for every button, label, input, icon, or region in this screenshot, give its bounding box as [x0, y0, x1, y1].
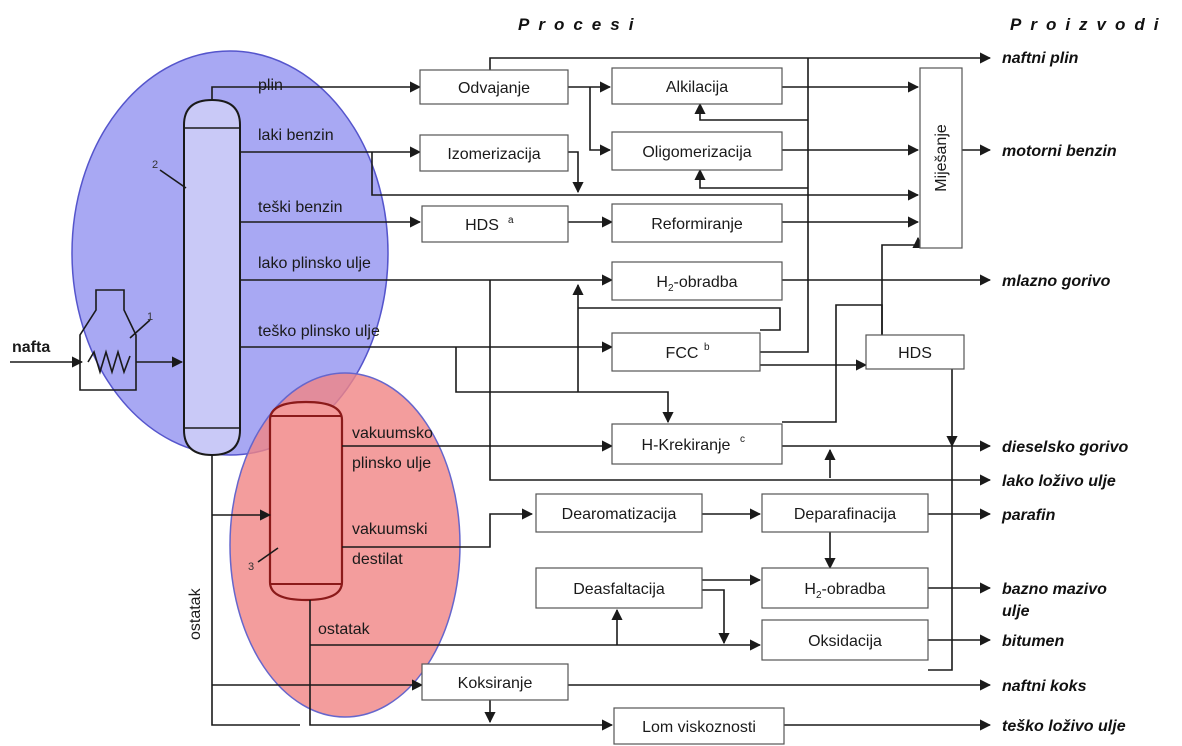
- box-deparafinacija: Deparafinacija: [761, 493, 929, 533]
- box-h2-obradba-2-label: H2-obradba: [804, 581, 885, 601]
- stream-vd-label-1: vakuumski: [352, 521, 428, 538]
- box-fcc-sup: b: [704, 342, 710, 353]
- product-naftni-koks: naftni koks: [1002, 678, 1087, 695]
- box-hds-naphtha-label: HDS: [465, 217, 499, 234]
- product-bazno-mazivo-ulje: ulje: [1002, 603, 1030, 620]
- product-dieselsko-gorivo: dieselsko gorivo: [1002, 439, 1128, 456]
- vac-column-number: 3: [248, 561, 254, 573]
- box-h-krekiranje: H-Krekiranje c: [611, 423, 783, 465]
- box-deasfaltacija: Deasfaltacija: [535, 567, 703, 609]
- box-dearomatizacija: Dearomatizacija: [535, 493, 703, 533]
- atmospheric-column-icon: [183, 98, 241, 457]
- box-h2-obradba-1: H2-obradba: [611, 261, 783, 301]
- stream-atm-residue-label: ostatak: [187, 587, 204, 640]
- box-lom-viskoznosti-label: Lom viskoznosti: [642, 719, 756, 736]
- product-parafin: parafin: [1001, 507, 1056, 524]
- box-oksidacija-label: Oksidacija: [808, 633, 882, 650]
- box-oligomerizacija: Oligomerizacija: [611, 131, 783, 171]
- product-lako-lozivo-ulje: lako loživo ulje: [1002, 473, 1116, 490]
- vacuum-column-icon: [268, 400, 344, 602]
- box-h-krekiranje-label: H-Krekiranje: [642, 437, 731, 454]
- stream-vgo-label-2: plinsko ulje: [352, 455, 431, 472]
- box-reformiranje-label: Reformiranje: [651, 216, 743, 233]
- box-mijesanje: Miješanje: [919, 67, 963, 249]
- stream-light-gas-oil-label: lako plinsko ulje: [258, 255, 371, 272]
- box-h-krekiranje-sup: c: [740, 434, 745, 445]
- box-reformiranje: Reformiranje: [611, 203, 783, 243]
- box-deparafinacija-label: Deparafinacija: [794, 506, 896, 523]
- product-naftni-plin: naftni plin: [1002, 50, 1079, 67]
- box-hds-naphtha: HDS a: [421, 205, 569, 243]
- furnace-icon: [79, 289, 184, 391]
- box-dearomatizacija-label: Dearomatizacija: [562, 506, 677, 523]
- products-header: Proizvodi: [1010, 15, 1168, 34]
- stream-heavy-gas-oil-label: teško plinsko ulje: [258, 323, 380, 340]
- box-deasfaltacija-label: Deasfaltacija: [573, 581, 665, 598]
- box-h2-obradba-2: H2-obradba: [761, 567, 929, 609]
- furnace-number: 1: [147, 311, 153, 323]
- box-lom-viskoznosti: Lom viskoznosti: [613, 707, 785, 745]
- box-h2-obradba-1-label: H2-obradba: [656, 274, 737, 294]
- processes-header: Procesi: [518, 15, 642, 34]
- box-izomerizacija: Izomerizacija: [419, 134, 569, 172]
- box-alkilacija-label: Alkilacija: [666, 79, 728, 96]
- box-koksiranje: Koksiranje: [421, 663, 569, 701]
- stream-light-naphtha-label: laki benzin: [258, 127, 334, 144]
- vac-column-leader: [257, 547, 279, 563]
- box-koksiranje-label: Koksiranje: [458, 675, 533, 692]
- box-fcc: FCC b: [611, 332, 761, 372]
- stream-vd-label-2: destilat: [352, 551, 403, 568]
- box-oksidacija: Oksidacija: [761, 619, 929, 661]
- box-odvajanje-label: Odvajanje: [458, 80, 530, 97]
- product-bitumen: bitumen: [1002, 633, 1064, 650]
- stream-vac-residue-label: ostatak: [318, 621, 371, 638]
- product-motorni-benzin: motorni benzin: [1002, 143, 1117, 160]
- feed-label: nafta: [12, 339, 50, 356]
- box-izomerizacija-label: Izomerizacija: [447, 146, 540, 163]
- box-alkilacija: Alkilacija: [611, 67, 783, 105]
- box-hds-distillate-label: HDS: [898, 345, 932, 362]
- box-oligomerizacija-label: Oligomerizacija: [642, 144, 751, 161]
- atm-column-number: 2: [152, 159, 158, 171]
- stream-vgo-label-1: vakuumsko: [352, 425, 433, 442]
- box-mijesanje-label: Miješanje: [933, 124, 950, 192]
- furnace-leader: [129, 319, 151, 339]
- product-tesko-lozivo-ulje: teško loživo ulje: [1002, 718, 1126, 735]
- box-hds-distillate: HDS: [865, 334, 965, 370]
- stream-gas-label: plin: [258, 77, 283, 94]
- box-odvajanje: Odvajanje: [419, 69, 569, 105]
- stream-heavy-naphtha-label: teški benzin: [258, 199, 343, 216]
- product-mlazno-gorivo: mlazno gorivo: [1002, 273, 1111, 290]
- flow-lines: [211, 52, 992, 731]
- atm-column-leader: [159, 169, 187, 189]
- box-fcc-label: FCC: [666, 345, 699, 362]
- product-bazno-mazivo: bazno mazivo: [1002, 581, 1107, 598]
- box-hds-naphtha-sup: a: [508, 215, 514, 226]
